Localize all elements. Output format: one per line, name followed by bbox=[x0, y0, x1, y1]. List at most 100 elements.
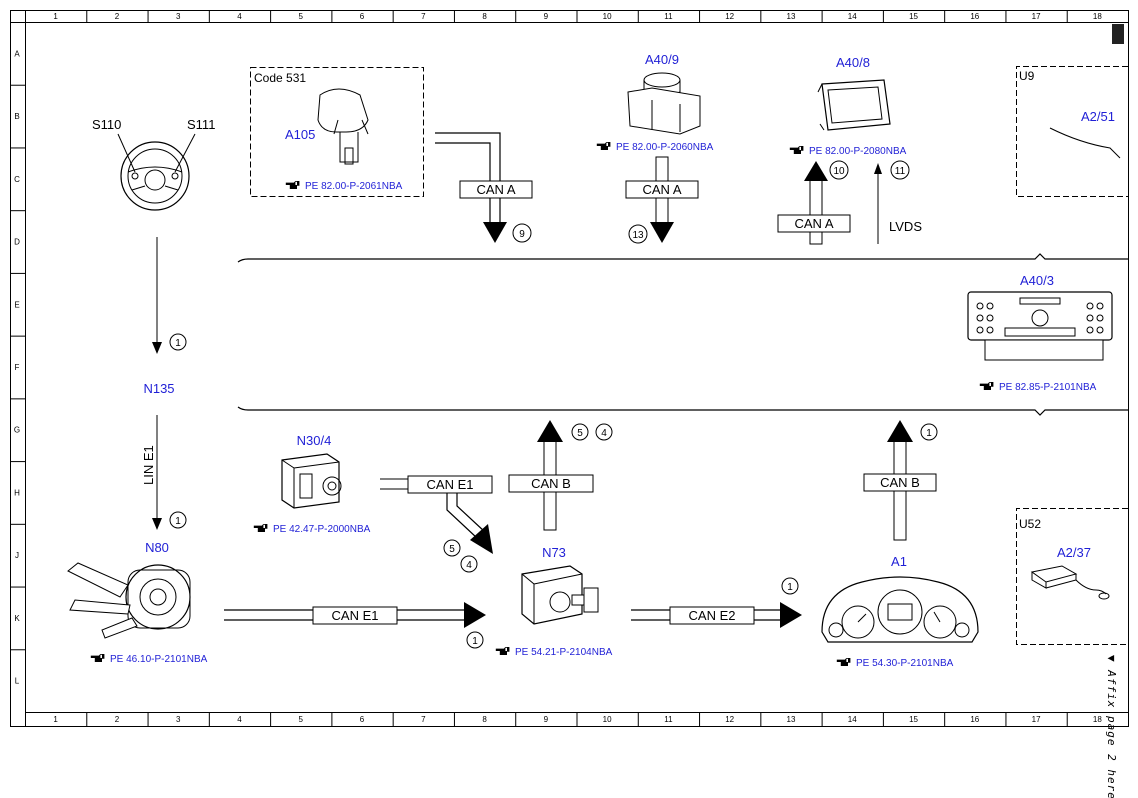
arrow-head bbox=[152, 342, 162, 354]
ref-a40-3: PE 82.85-P-2101NBA bbox=[999, 382, 1097, 393]
marker-5b: 5 bbox=[449, 544, 455, 555]
ruler-col-label: 8 bbox=[482, 715, 487, 724]
can-a-conn-3 bbox=[809, 179, 823, 245]
reference-hand-icon bbox=[596, 142, 611, 150]
marker-circle bbox=[628, 224, 648, 244]
ruler-col-label: 7 bbox=[421, 715, 426, 724]
ruler-col-label: 13 bbox=[787, 12, 796, 21]
ruler-row-label: H bbox=[14, 488, 20, 497]
marker-circle bbox=[169, 333, 187, 351]
steering-wheel-icon bbox=[120, 141, 190, 211]
label-u9: U9 bbox=[1019, 69, 1035, 83]
gear-selector-icon bbox=[317, 88, 369, 165]
bus-can-a-3: CAN A bbox=[794, 216, 833, 231]
ruler-col-label: 4 bbox=[237, 12, 242, 21]
instrument-cluster-icon bbox=[821, 576, 979, 643]
label-s110: S110 bbox=[92, 117, 121, 132]
ruler-col-label: 7 bbox=[421, 12, 426, 21]
arrow-head bbox=[537, 420, 563, 442]
ruler-col-label: 1 bbox=[53, 12, 58, 21]
controller-knob-icon bbox=[627, 72, 701, 135]
label-a1: A1 bbox=[891, 554, 907, 569]
label-n30-4: N30/4 bbox=[297, 433, 332, 448]
bus-lvds: LVDS bbox=[889, 219, 922, 234]
bus-box bbox=[863, 473, 937, 492]
marker-circle bbox=[443, 539, 461, 557]
marker-4b: 4 bbox=[466, 560, 472, 571]
ruler-col-label: 16 bbox=[970, 715, 979, 724]
bus-can-e1-bottom: CAN E1 bbox=[332, 608, 379, 623]
ruler-col-label: 11 bbox=[664, 715, 673, 724]
ruler-row-label: F bbox=[15, 363, 20, 372]
label-a40-8: A40/8 bbox=[836, 55, 870, 70]
bus-box bbox=[508, 474, 594, 493]
ruler-col-label: 16 bbox=[970, 12, 979, 21]
bus-box bbox=[625, 180, 699, 199]
arrow-head bbox=[152, 518, 162, 530]
marker-13: 13 bbox=[632, 230, 644, 241]
ruler-col-label: 3 bbox=[176, 12, 181, 21]
ruler-row-label: L bbox=[15, 677, 20, 686]
can-e1-conn-a bbox=[446, 492, 478, 539]
label-a40-9: A40/9 bbox=[645, 52, 679, 67]
bracket-line-upper bbox=[237, 253, 1128, 263]
marker-1e: 1 bbox=[926, 428, 932, 439]
corner-tab bbox=[1112, 24, 1124, 44]
ruler-col-label: 1 bbox=[53, 715, 58, 724]
ruler-col-label: 8 bbox=[482, 12, 487, 21]
bus-can-a-1: CAN A bbox=[476, 182, 515, 197]
ref-n80: PE 46.10-P-2101NBA bbox=[110, 654, 208, 665]
ruler-row-label: D bbox=[14, 238, 20, 247]
ruler-col-label: 11 bbox=[664, 12, 673, 21]
head-unit-icon bbox=[967, 291, 1113, 361]
esp-module-icon bbox=[281, 453, 342, 509]
marker-circle bbox=[571, 423, 589, 441]
ruler-col-label: 17 bbox=[1032, 715, 1041, 724]
marker-1d: 1 bbox=[787, 582, 793, 593]
ruler-col-label: 4 bbox=[237, 715, 242, 724]
ref-a40-8: PE 82.00-P-2080NBA bbox=[809, 146, 907, 157]
marker-1c: 1 bbox=[472, 636, 478, 647]
ref-n73: PE 54.21-P-2104NBA bbox=[515, 647, 613, 658]
ruler-row-label: A bbox=[14, 49, 20, 58]
label-u52: U52 bbox=[1019, 517, 1041, 531]
ruler-col-label: 18 bbox=[1093, 715, 1102, 724]
ruler-row-label: B bbox=[14, 112, 19, 121]
bus-box bbox=[777, 214, 851, 233]
affix-page-note: ▼ Affix page 2 here ▼ bbox=[1105, 655, 1118, 798]
display-screen-icon bbox=[817, 79, 891, 131]
reference-hand-icon bbox=[789, 146, 804, 154]
arrow-head bbox=[874, 163, 882, 174]
marker-5a: 5 bbox=[577, 428, 583, 439]
antenna-module-icon bbox=[1030, 565, 1110, 600]
ruler-col-label: 9 bbox=[544, 715, 549, 724]
marker-circle bbox=[890, 160, 910, 180]
ruler-col-label: 6 bbox=[360, 715, 365, 724]
bus-box bbox=[459, 180, 533, 199]
marker-circle bbox=[920, 423, 938, 441]
arrow-head bbox=[804, 161, 828, 181]
marker-circle bbox=[781, 577, 799, 595]
u52-box bbox=[1016, 508, 1128, 645]
ruler-col-label: 10 bbox=[603, 715, 612, 724]
bus-can-e2: CAN E2 bbox=[689, 608, 736, 623]
marker-circle bbox=[595, 423, 613, 441]
ruler-col-label: 12 bbox=[725, 12, 734, 21]
marker-circle bbox=[460, 555, 478, 573]
ruler-col-label: 2 bbox=[115, 715, 120, 724]
ref-a1: PE 54.30-P-2101NBA bbox=[856, 658, 954, 669]
ref-a40-9: PE 82.00-P-2060NBA bbox=[616, 142, 714, 153]
ruler-col-label: 14 bbox=[848, 12, 857, 21]
marker-10: 10 bbox=[833, 166, 845, 177]
bus-can-a-2: CAN A bbox=[642, 182, 681, 197]
label-n135: N135 bbox=[143, 381, 174, 396]
ruler-col-label: 15 bbox=[909, 12, 918, 21]
ruler-col-label: 3 bbox=[176, 715, 181, 724]
steering-column-module-icon bbox=[67, 562, 191, 639]
label-a40-3: A40/3 bbox=[1020, 273, 1054, 288]
leader-s110 bbox=[117, 133, 136, 173]
reference-hand-icon bbox=[90, 654, 105, 662]
ruler-col-label: 12 bbox=[725, 715, 734, 724]
reference-hand-icon bbox=[979, 382, 994, 390]
